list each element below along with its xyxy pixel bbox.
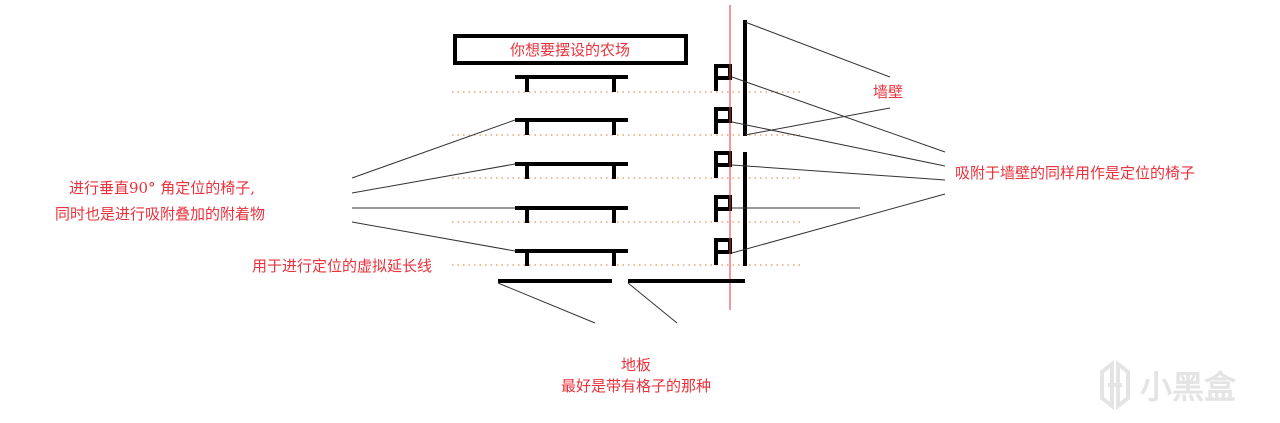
chair [515, 118, 628, 135]
chair [515, 162, 628, 179]
floor-label-line1: 地板 [621, 356, 651, 374]
wall-label: 墙壁 [873, 83, 903, 101]
guide-lines-label: 用于进行定位的虚拟延长线 [252, 257, 432, 275]
chair [515, 75, 628, 92]
farm-title-box [453, 34, 688, 65]
chairs-label-line2: 同时也是进行吸附叠加的附着物 [55, 205, 265, 223]
wall-chair [714, 238, 732, 265]
wall-chair [714, 64, 732, 91]
wall-chair [714, 195, 732, 222]
chairs-label-line1: 进行垂直90° 角定位的椅子, [69, 179, 255, 197]
chair [515, 206, 628, 223]
chair [515, 249, 628, 266]
wall-chair [714, 151, 732, 178]
wall-chair [714, 107, 732, 134]
floor-label-line2: 最好是带有格子的那种 [561, 377, 711, 395]
leader-lines [351, 21, 946, 324]
virtual-guide-lines [452, 91, 800, 266]
wall-chairs-label: 吸附于墙壁的同样用作是定位的椅子 [955, 164, 1195, 182]
watermark-logo-icon [1100, 359, 1130, 411]
farm-title: 你想要摆设的农场 [510, 41, 630, 59]
chairs [515, 75, 628, 266]
wall-chairs [714, 64, 732, 265]
watermark-text: 小黑盒 [1140, 368, 1237, 406]
watermark: 小黑盒 [1100, 359, 1237, 411]
